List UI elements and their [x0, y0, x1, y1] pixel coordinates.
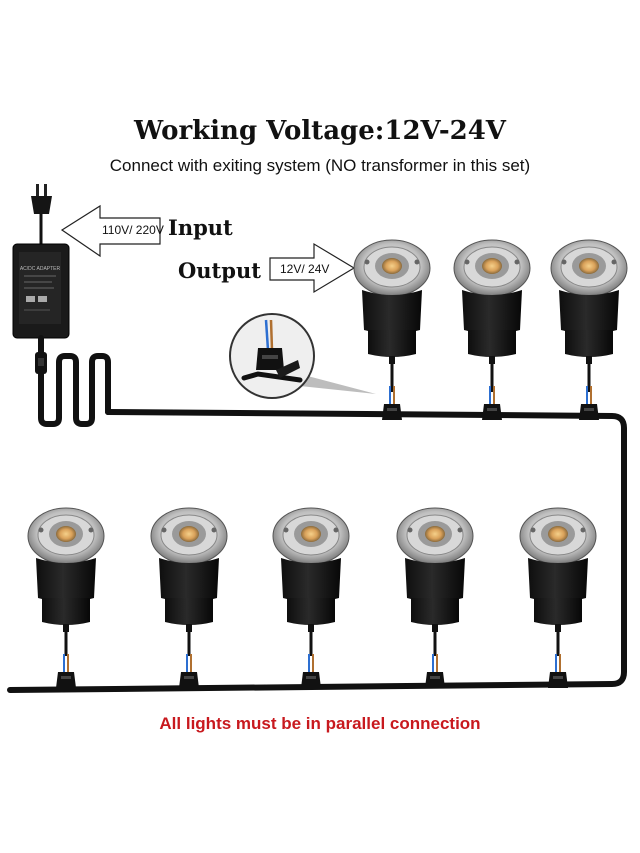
input-arrow [60, 204, 161, 258]
wire-connector [424, 653, 446, 689]
bottom-row-lights [27, 507, 597, 689]
wire-connector [300, 653, 322, 689]
wire-connector [55, 653, 77, 689]
input-label: Input [168, 215, 233, 240]
power-plug [31, 184, 52, 244]
wire-connector [178, 653, 200, 689]
light-fixture [353, 239, 431, 365]
page-subtitle: Connect with exiting system (NO transfor… [109, 156, 531, 175]
power-adapter: AC/DC ADAPTER [12, 243, 70, 339]
light-fixture [150, 507, 228, 633]
light-fixture [453, 239, 531, 365]
parallel-connection-note: All lights must be in parallel connectio… [159, 714, 481, 733]
page-title: Working Voltage:12V-24V [134, 116, 506, 146]
light-fixture [27, 507, 105, 633]
light-fixture [272, 507, 350, 633]
light-fixture [396, 507, 474, 633]
output-arrow [269, 242, 356, 294]
light-fixture [550, 239, 628, 365]
output-voltage-label: 12V/ 24V [280, 262, 330, 276]
light-fixture [519, 507, 597, 633]
adapter-brand-text: AC/DC ADAPTER [20, 266, 61, 272]
output-label: Output [178, 258, 261, 283]
top-row-lights [353, 239, 628, 421]
connector-zoom-callout [229, 313, 376, 399]
wire-connector [547, 653, 569, 689]
input-voltage-label: 110V/ 220V [102, 223, 164, 237]
